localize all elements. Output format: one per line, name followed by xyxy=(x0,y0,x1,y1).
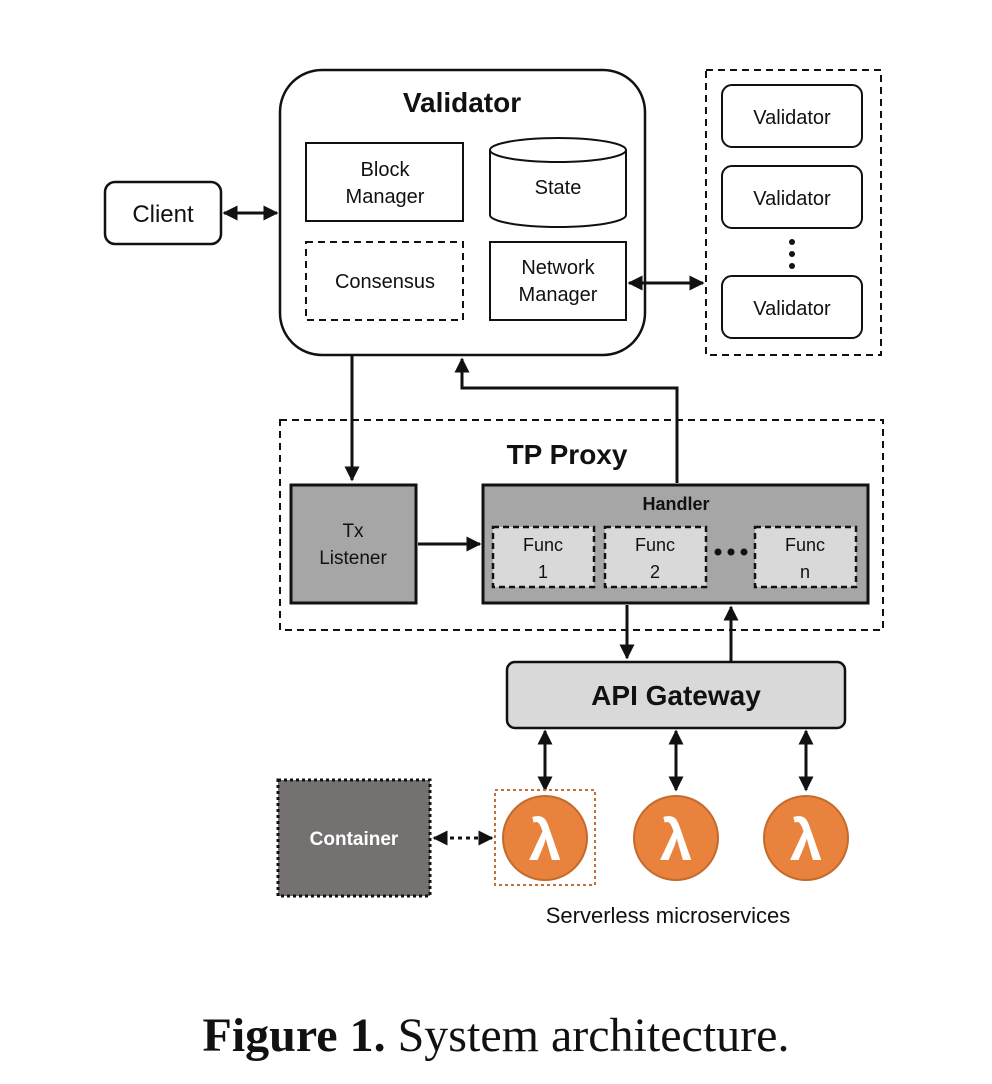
peer-validator-1-label: Validator xyxy=(753,107,831,129)
peer-validator-2: Validator xyxy=(721,165,863,229)
figure-caption: Figure 1. System architecture. xyxy=(0,1008,992,1063)
tp-proxy-title: TP Proxy xyxy=(507,439,628,470)
validator-node: Validator Block Manager State Consensus … xyxy=(278,68,647,357)
horizontal-ellipsis xyxy=(714,548,748,556)
lambda-3-symbol: λ xyxy=(790,808,822,873)
api-gateway-box: API Gateway xyxy=(505,660,847,730)
container-box: Container xyxy=(276,778,432,898)
client-label: Client xyxy=(132,201,194,228)
block-manager-box: Block Manager xyxy=(305,142,464,222)
peer-validator-3: Validator xyxy=(721,275,863,339)
lambda-2-symbol: λ xyxy=(660,808,692,873)
consensus-box: Consensus xyxy=(305,241,464,321)
serverless-microservices-label: Serverless microservices xyxy=(546,903,791,928)
tp-proxy-group: TP Proxy Tx Listener Handler Func 1 Func… xyxy=(279,419,884,631)
func-2-line1: Func xyxy=(635,535,675,555)
func-n-line2: n xyxy=(800,562,810,582)
network-manager-line2: Manager xyxy=(519,284,598,306)
tp-proxy-dashed-border xyxy=(279,419,884,631)
func-1-line2: 1 xyxy=(538,562,548,582)
block-manager-line2: Manager xyxy=(346,186,425,208)
network-manager-box: Network Manager xyxy=(489,241,627,321)
peer-validator-3-label: Validator xyxy=(753,298,831,320)
func-2-box: Func 2 xyxy=(603,525,708,589)
peer-validator-1: Validator xyxy=(721,84,863,148)
validator-title: Validator xyxy=(403,87,521,118)
peer-validators-dashed-border xyxy=(705,69,882,356)
vertical-ellipsis xyxy=(789,239,795,269)
peer-validator-2-label: Validator xyxy=(753,188,831,210)
tx-listener-line2: Listener xyxy=(319,548,387,569)
state-database: State xyxy=(489,137,627,228)
caption-label: Figure 1. xyxy=(202,1009,386,1062)
func-n-line1: Func xyxy=(785,535,825,555)
client-node: Client xyxy=(103,180,223,246)
func-1-box: Func 1 xyxy=(491,525,596,589)
lambda-1-icon: λ xyxy=(502,795,588,881)
lambda-2-icon: λ xyxy=(633,795,719,881)
peer-validators-group: Validator Validator Validator xyxy=(705,69,882,356)
lambda-3-icon: λ xyxy=(763,795,849,881)
handler-to-validator-arrow xyxy=(454,357,679,483)
architecture-diagram: Validator Block Manager State Consensus … xyxy=(103,68,884,928)
lambda-1-highlight xyxy=(494,789,596,886)
lambda-1-symbol: λ xyxy=(529,808,561,873)
api-gateway-label: API Gateway xyxy=(591,680,761,711)
state-label: State xyxy=(535,177,582,199)
tx-listener-box: Tx Listener xyxy=(289,483,418,605)
func-2-line2: 2 xyxy=(650,562,660,582)
consensus-label: Consensus xyxy=(335,271,435,293)
handler-box: Handler Func 1 Func 2 Func n xyxy=(481,483,870,605)
network-manager-line1: Network xyxy=(521,257,595,279)
block-manager-line1: Block xyxy=(361,159,411,181)
caption-text: System architecture. xyxy=(397,1009,790,1062)
handler-label: Handler xyxy=(642,494,709,514)
container-label: Container xyxy=(310,829,399,850)
func-1-line1: Func xyxy=(523,535,563,555)
func-n-box: Func n xyxy=(753,525,858,589)
tx-listener-line1: Tx xyxy=(342,521,364,542)
